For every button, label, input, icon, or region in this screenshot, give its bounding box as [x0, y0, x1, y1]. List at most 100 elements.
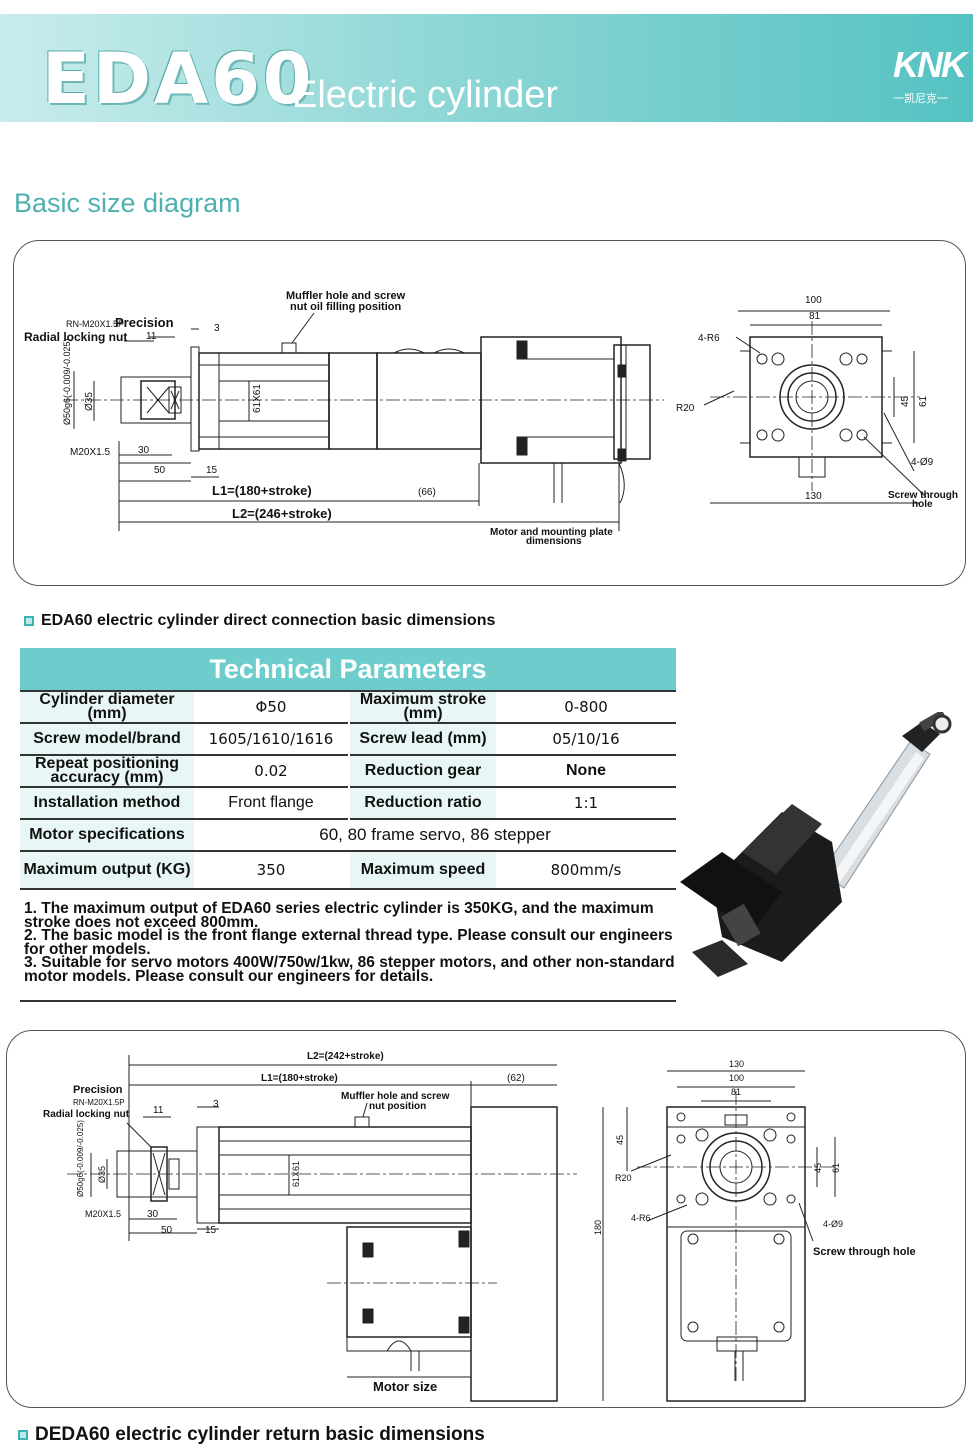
dim-66: (66)	[418, 487, 436, 498]
radial-label: Radial locking nut	[24, 330, 127, 344]
param-label: Screw model/brand	[20, 722, 194, 755]
dim-100: 100	[729, 1073, 744, 1083]
dim-phi35: Ø35	[97, 1166, 107, 1183]
diagram-panel-return: L2=(242+stroke) L1=(180+stroke) (62) Pre…	[6, 1030, 966, 1408]
param-value: 350	[194, 850, 349, 890]
dim-m20: M20X1.5	[70, 447, 110, 458]
caption-direct: EDA60 electric cylinder direct connectio…	[24, 612, 495, 630]
screw-label: Screw through	[888, 490, 958, 501]
dim-30: 30	[147, 1209, 159, 1220]
param-value: 800mm/s	[496, 850, 676, 890]
motor-label-2: dimensions	[526, 536, 582, 547]
param-value: 1:1	[496, 786, 676, 819]
rn-label: RN-M20X1.5P	[73, 1098, 125, 1107]
rn-label: RN-M20X1.5P	[66, 319, 124, 329]
header-banner: EDA60 Electric cylinder KNK 一凯尼克一	[0, 14, 973, 122]
screw-label-2: hole	[912, 499, 933, 510]
param-label: Maximum output (KG)	[20, 850, 194, 890]
dim-100: 100	[805, 295, 822, 306]
dim-81: 81	[809, 311, 821, 322]
dim-r20: R20	[615, 1173, 632, 1183]
radial-label: Radial locking nut	[43, 1109, 130, 1120]
dim-45: 45	[900, 395, 911, 407]
bullet-square-icon	[18, 1430, 28, 1440]
brand-logo: KNK 一凯尼克一	[893, 44, 973, 114]
dim-m20: M20X1.5	[85, 1209, 121, 1219]
bullet-square-icon	[24, 616, 34, 626]
param-value: None	[496, 754, 676, 787]
param-label: Screw lead (mm)	[348, 722, 496, 755]
motor-size-label: Motor size	[373, 1379, 437, 1394]
return-connection-drawing	[67, 1055, 837, 1402]
table-row: Motor specifications 60, 80 frame servo,…	[20, 818, 676, 851]
dim-phi50: Ø50g6(-0.009/-0.025)	[76, 1120, 85, 1197]
dim-r20: R20	[676, 403, 695, 414]
dim-61: 61	[918, 395, 929, 407]
muffler-label-2: nut position	[369, 1101, 426, 1112]
dim-61x61: 61X61	[291, 1161, 301, 1187]
param-label: Reduction gear	[348, 754, 496, 787]
dim-l2: L2=(242+stroke)	[307, 1051, 384, 1062]
model-subtitle: Electric cylinder	[292, 74, 559, 116]
param-label: Installation method	[20, 786, 194, 819]
dim-15: 15	[205, 1225, 217, 1236]
dim-130: 130	[729, 1059, 744, 1069]
dim-l1: L1=(180+stroke)	[261, 1073, 338, 1084]
note-item: 3. Suitable for servo motors 400W/750w/1…	[24, 954, 675, 985]
dim-30: 30	[138, 445, 150, 456]
table-row: Screw model/brand 1605/1610/1616 Screw l…	[20, 722, 676, 755]
param-value: 0-800	[496, 690, 676, 723]
dim-61: 61	[831, 1163, 841, 1173]
table-row: Installation method Front flange Reducti…	[20, 786, 676, 819]
note-item: 2. The basic model is the front flange e…	[24, 927, 673, 958]
dim-81: 81	[731, 1087, 741, 1097]
dim-4r6: 4-R6	[698, 333, 720, 344]
dim-15: 15	[206, 465, 218, 476]
precision-label: Precision	[73, 1084, 123, 1096]
dim-62: (62)	[507, 1073, 525, 1084]
logo-text: KNK	[893, 44, 967, 85]
param-value: 60, 80 frame servo, 86 stepper	[194, 818, 676, 851]
divider	[20, 1000, 676, 1002]
caption-return-text: DEDA60 electric cylinder return basic di…	[35, 1424, 485, 1445]
dim-50: 50	[161, 1225, 173, 1236]
param-label: Maximum speed	[348, 850, 496, 890]
dim-61x61: 61X61	[252, 384, 263, 413]
screw-label: Screw through hole	[813, 1246, 916, 1258]
dim-50: 50	[154, 465, 166, 476]
dim-phi35: Ø35	[84, 392, 95, 411]
technical-parameters-table: Cylinder diameter (mm) Φ50 Maximum strok…	[20, 690, 676, 890]
caption-direct-text: EDA60 electric cylinder direct connectio…	[41, 612, 496, 629]
dim-180: 180	[593, 1220, 603, 1235]
dim-phi50: Ø50g6(-0.009/-0.025)	[62, 338, 72, 425]
dim-l1: L1=(180+stroke)	[212, 483, 312, 498]
param-label: Motor specifications	[20, 818, 194, 851]
dim-3: 3	[213, 1099, 219, 1110]
muffler-label: Muffler hole and screw	[286, 290, 406, 302]
dim-130: 130	[805, 491, 822, 502]
direct-connection-drawing	[64, 310, 927, 531]
note-item: 1. The maximum output of EDA60 series el…	[24, 900, 654, 931]
logo-subtext: 一凯尼克一	[893, 92, 948, 105]
return-connection-labels: L2=(242+stroke) L1=(180+stroke) (62) Pre…	[43, 1051, 916, 1394]
section-title: Basic size diagram	[14, 188, 241, 218]
param-value: 0.02	[194, 754, 349, 787]
param-value: 1605/1610/1616	[194, 722, 349, 755]
table-row: Repeat positioning accuracy (mm) 0.02 Re…	[20, 754, 676, 787]
direct-connection-labels: Muffler hole and screw nut oil filling p…	[24, 290, 958, 547]
notes: 1. The maximum output of EDA60 series el…	[24, 900, 676, 985]
diagram-panel-direct: Muffler hole and screw nut oil filling p…	[13, 240, 966, 586]
product-photo	[680, 712, 952, 977]
param-value: 05/10/16	[496, 722, 676, 755]
dim-4phi9: 4-Ø9	[911, 457, 934, 468]
dim-4r6: 4-R6	[631, 1213, 651, 1223]
dim-4phi9: 4-Ø9	[823, 1219, 843, 1229]
muffler-label-2: nut oil filling position	[290, 301, 401, 313]
muffler-label: Muffler hole and screw	[341, 1091, 450, 1102]
caption-return: DEDA60 electric cylinder return basic di…	[18, 1424, 485, 1446]
table-row: Cylinder diameter (mm) Φ50 Maximum strok…	[20, 690, 676, 723]
dim-45-right: 45	[813, 1163, 823, 1173]
table-title: Technical Parameters	[20, 648, 676, 690]
param-label: Repeat positioning accuracy (mm)	[20, 754, 194, 787]
param-label: Maximum stroke (mm)	[348, 690, 496, 723]
